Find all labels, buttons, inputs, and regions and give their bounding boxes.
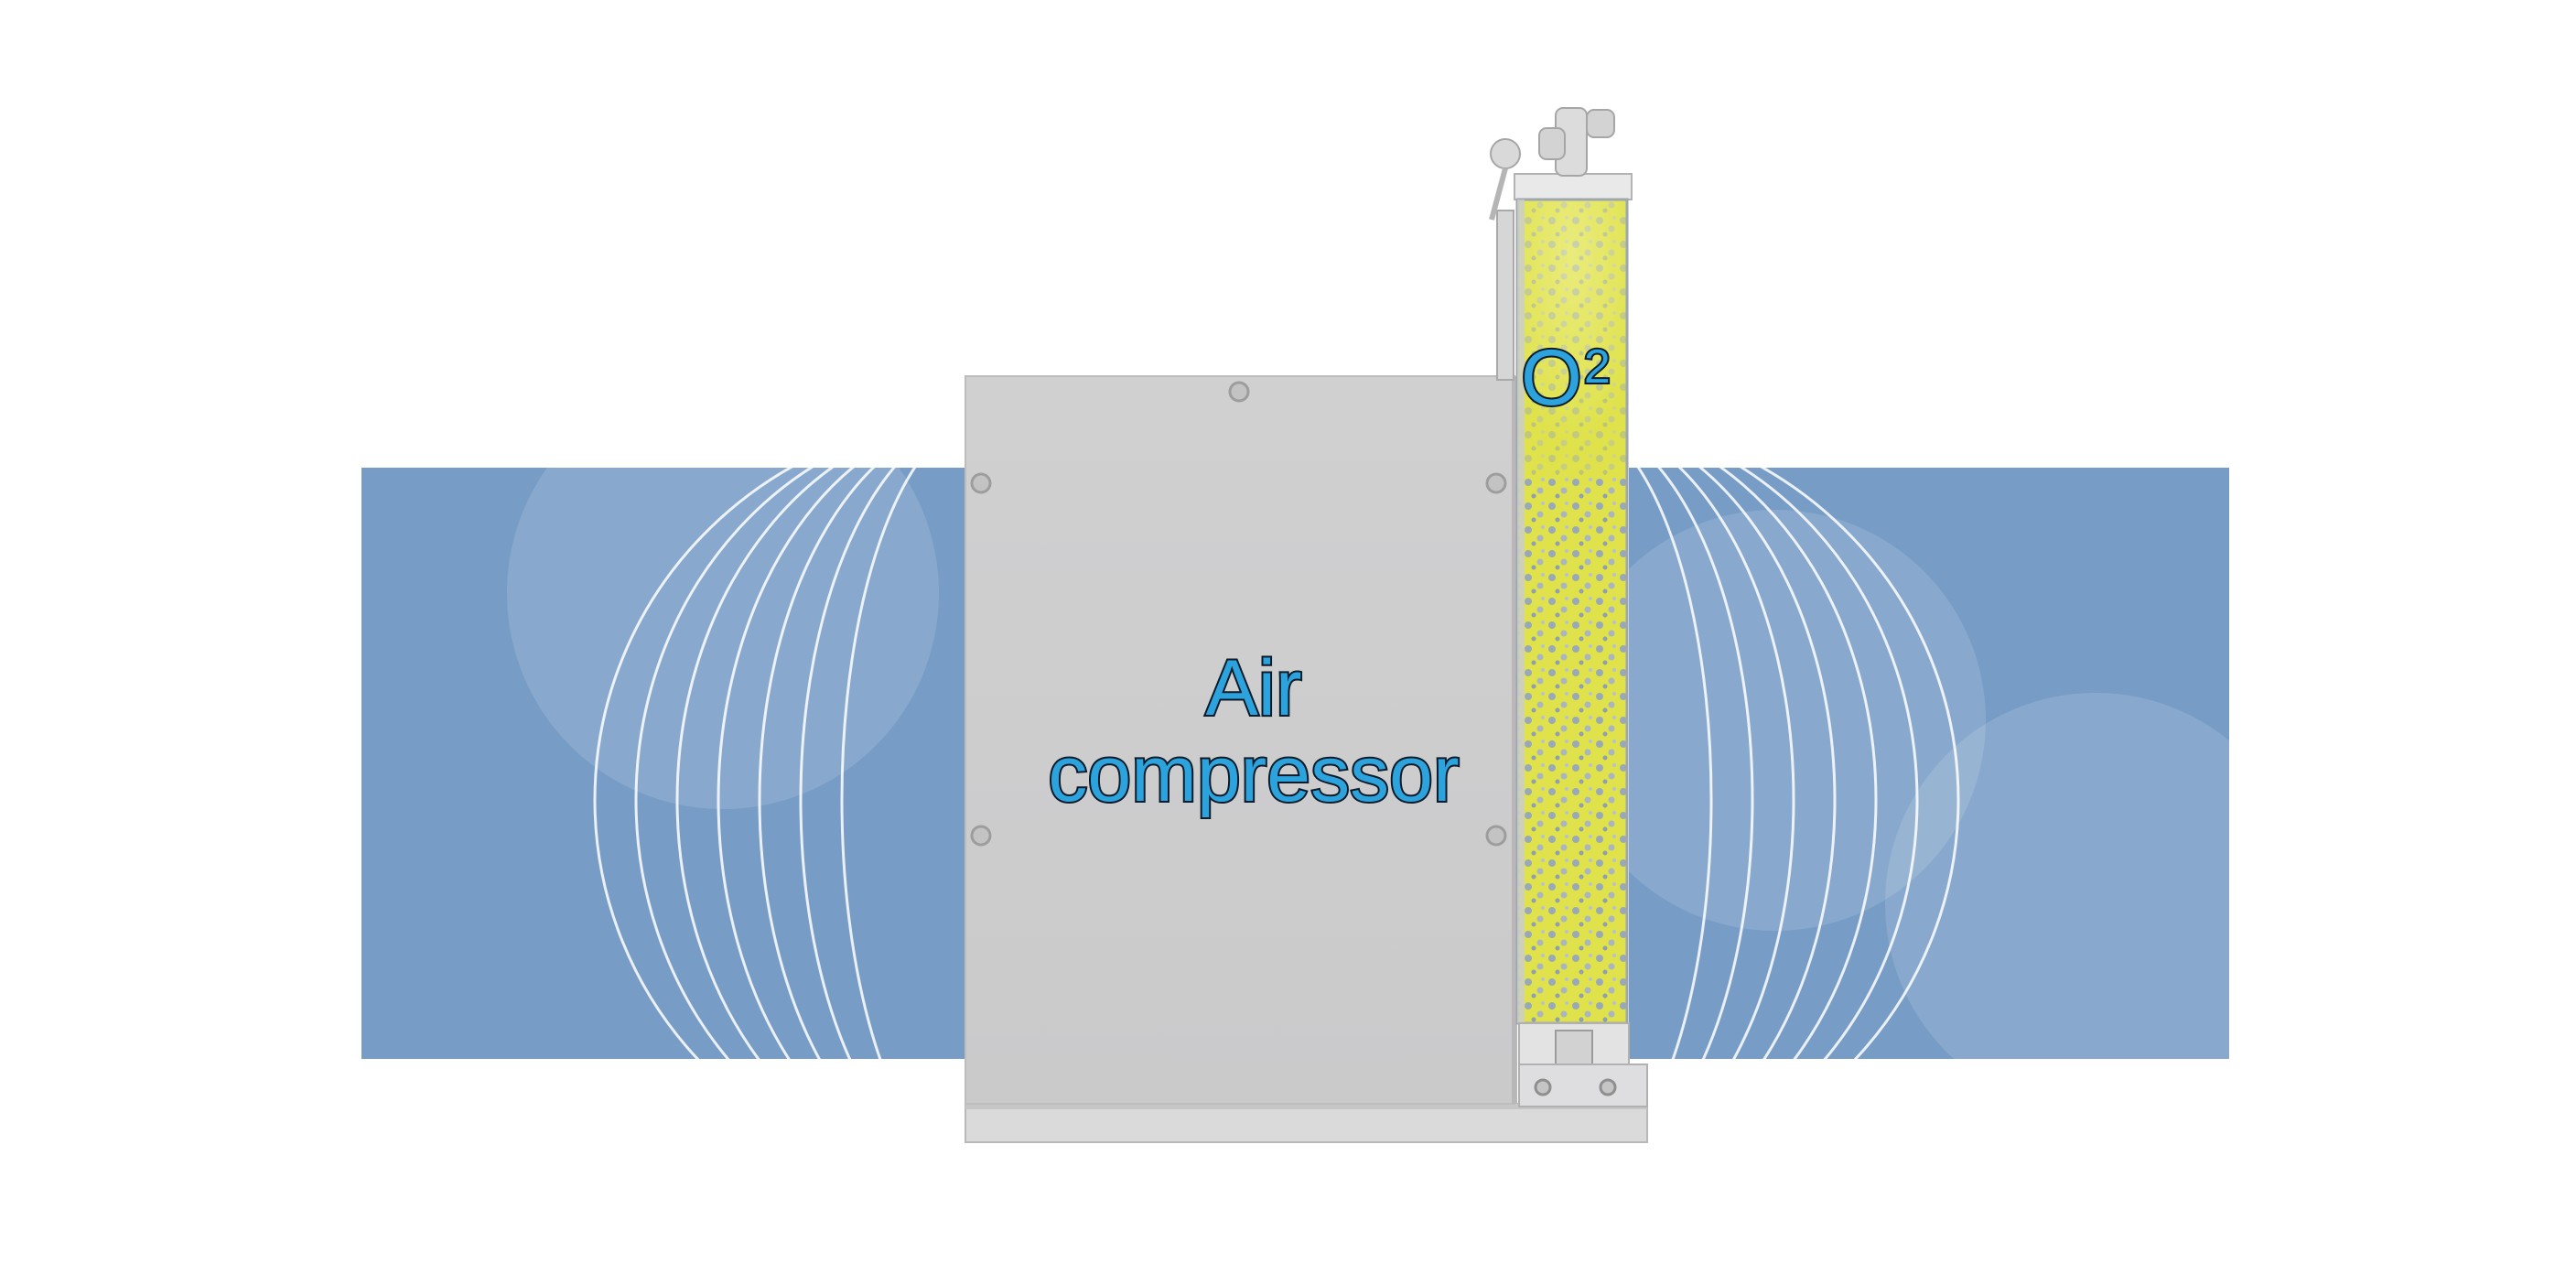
background-band-right [1629, 468, 2229, 1059]
oxygen-label-base: O [1519, 333, 1584, 423]
oxygen-column [1489, 107, 1648, 1107]
base-plate [965, 1103, 1648, 1143]
oxygen-label: O2 [1519, 333, 1612, 423]
background-band-left [361, 468, 965, 1059]
compressor-label-line1: Air [1203, 643, 1303, 733]
oxygen-label-superscript: 2 [1582, 339, 1612, 395]
compressor-label: Air compressor [1016, 643, 1492, 819]
compressor-label-line2: compressor [1046, 729, 1460, 819]
